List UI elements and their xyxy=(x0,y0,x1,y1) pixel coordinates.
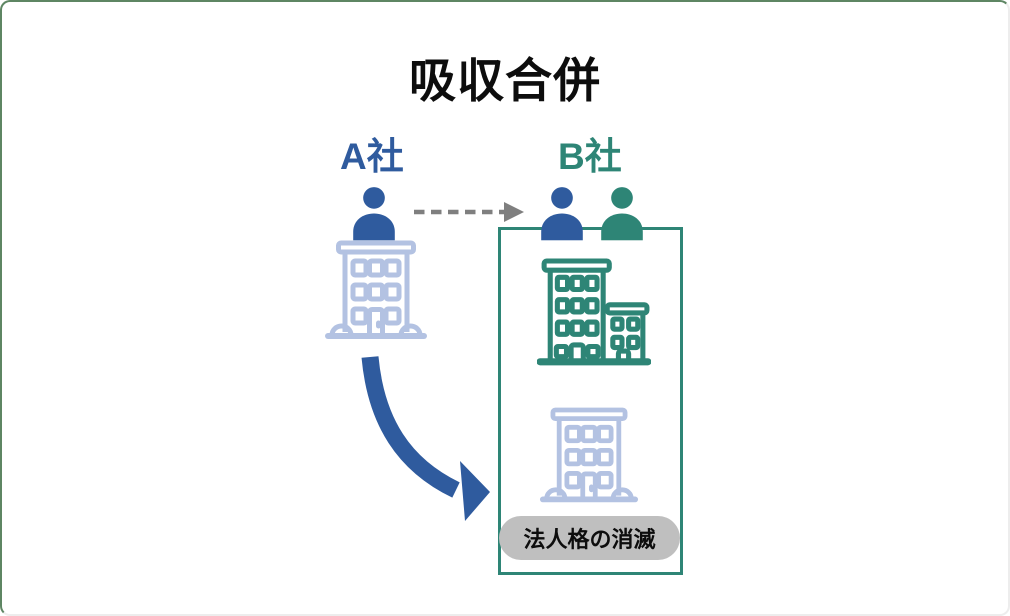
company-a-label: A社 xyxy=(340,136,404,177)
dissolved-building-icon xyxy=(539,407,639,513)
building-icon xyxy=(537,256,651,380)
person-icon xyxy=(536,186,588,241)
person-icon xyxy=(348,186,400,241)
curved-arrow-icon xyxy=(352,347,502,532)
company-b-label: B社 xyxy=(558,136,622,177)
dashed-arrow-right-icon xyxy=(412,199,527,225)
page-title: 吸収合併 xyxy=(409,54,601,107)
building-icon xyxy=(324,240,428,350)
dissolution-badge: 法人格の消滅 xyxy=(499,516,680,560)
person-icon xyxy=(596,186,648,241)
surviving-company-box xyxy=(498,227,683,575)
